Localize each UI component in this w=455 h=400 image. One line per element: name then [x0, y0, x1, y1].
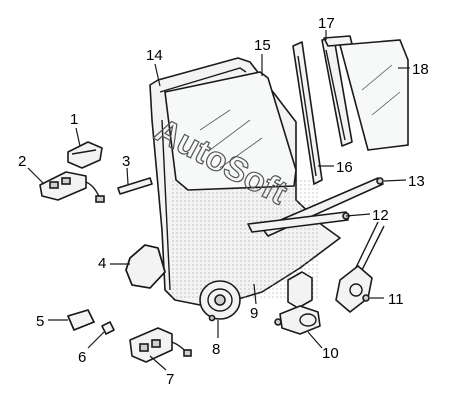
callout-8: 8	[212, 341, 220, 358]
callout-labels: 1 2 3 4 5 6 7 8 9 10 11 12 13 14 15 16 1…	[18, 15, 429, 388]
callout-3: 3	[122, 153, 130, 170]
callout-10: 10	[322, 345, 339, 362]
bulb	[101, 321, 115, 335]
window-regulator	[335, 221, 385, 313]
callout-18: 18	[412, 61, 429, 78]
callout-15: 15	[254, 37, 271, 54]
callout-14: 14	[146, 47, 163, 64]
quarter-glass	[338, 39, 409, 151]
trim-strip	[117, 177, 153, 195]
window-glass-main	[164, 71, 297, 191]
courtesy-lamp	[67, 309, 95, 331]
callout-17: 17	[318, 15, 335, 32]
callout-12: 12	[372, 207, 389, 224]
control-module	[129, 327, 192, 363]
callout-6: 6	[78, 349, 86, 366]
speaker	[199, 280, 241, 322]
callout-7: 7	[166, 371, 174, 388]
callout-4: 4	[98, 255, 106, 272]
door-handle	[67, 141, 103, 169]
window-switch	[39, 171, 105, 203]
speaker-cover	[125, 244, 166, 289]
window-channel-vertical	[292, 41, 323, 185]
callout-1: 1	[70, 111, 78, 128]
callout-5: 5	[36, 313, 44, 330]
callout-16: 16	[336, 159, 353, 176]
callout-11: 11	[388, 291, 404, 308]
callout-leaders	[27, 30, 410, 371]
callout-13: 13	[408, 173, 425, 190]
quarter-glass-seal	[321, 35, 353, 147]
callout-2: 2	[18, 153, 26, 170]
callout-9: 9	[250, 305, 258, 322]
window-motor	[274, 271, 321, 335]
